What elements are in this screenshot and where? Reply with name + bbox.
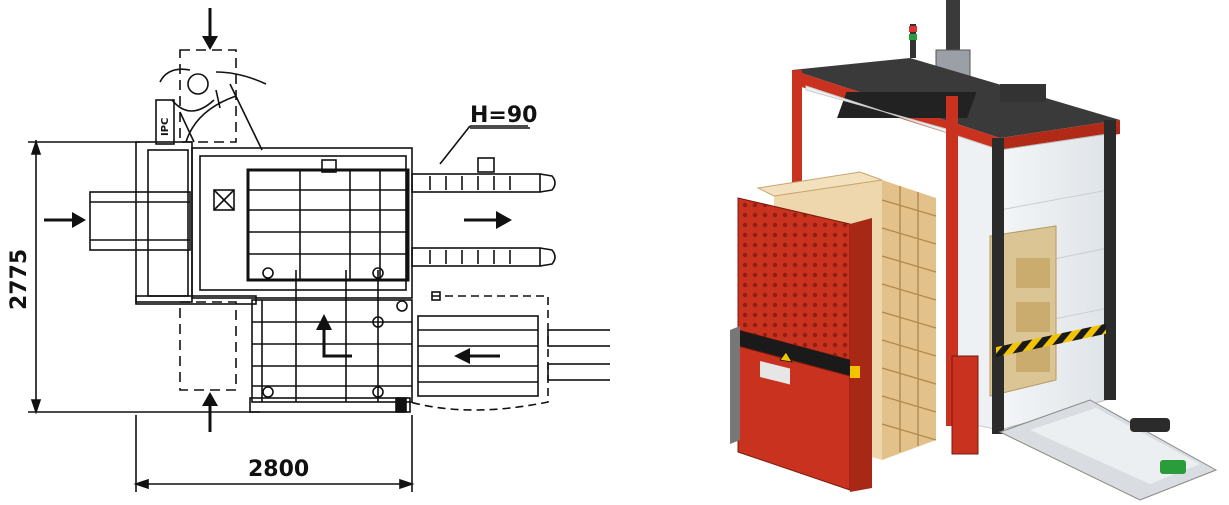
pallet-jack [547,329,610,381]
operator-top-figure [159,68,267,151]
vertical-dimension [28,139,260,415]
incoming-pallet [409,291,549,411]
arrow-out-right-icon [464,211,512,229]
machine-body [135,141,413,305]
input-conveyor [89,191,191,251]
arrow-pallet-in-icon [454,348,500,364]
pallet-stack-area [249,267,413,413]
height-label: H=90 [470,103,537,128]
arrow-up-bottom-icon [202,392,218,432]
output-forks-render [996,323,1218,501]
horizontal-dimension [133,415,415,492]
dimension-depth-label: 2775 [7,249,32,310]
ipc-cabinet [155,99,175,145]
flow-arrows [44,8,512,432]
bottom-access-zone [179,301,237,391]
arrow-turn-up-icon [316,314,352,358]
dimension-width-label: 2800 [248,457,309,482]
arrow-down-top-icon [202,8,218,50]
side-guard [730,197,872,492]
output-forks [321,125,556,267]
front-post [850,355,979,455]
ipc-label: IPC [160,118,171,136]
layout-drawing: H=90 2800 2775 IPC [7,8,610,492]
machine-render [730,0,1218,501]
arrow-in-left-icon [44,212,86,228]
